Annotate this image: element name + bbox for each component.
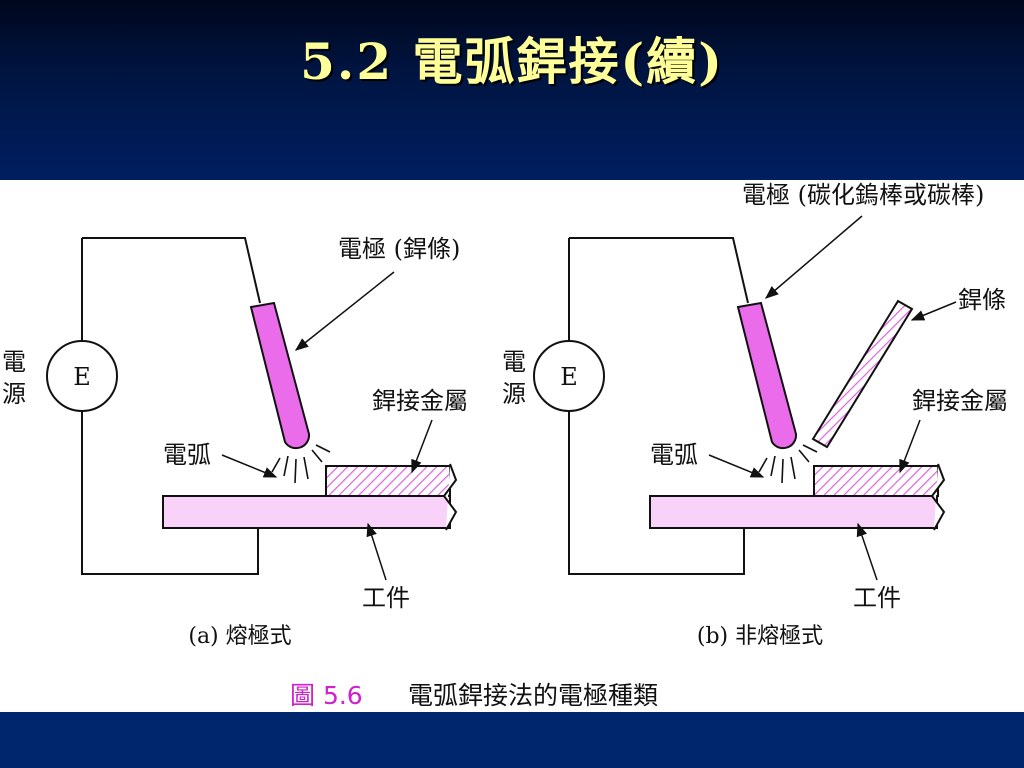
circuit-wire-a [81,237,261,575]
electrode-types-diagram: E 電 源 電極 (銲條) 銲接金屬 電弧 工件 (a) 熔極式 E 電 源 電… [2,181,1008,710]
break-line-a [442,463,458,531]
power-source-label-a-1: 電 [2,348,26,376]
electrode-rod-a [249,301,311,450]
weld-metal-a [325,465,451,497]
arc-lines-b [758,444,818,484]
workpiece-b [649,495,938,529]
content-area [0,180,1024,712]
workpiece-leader-b [856,522,878,581]
electrode-leader-a [294,271,395,351]
arc-leader-b [708,454,765,478]
power-source-label-b-1: 電 [502,348,526,376]
title-bar: 5.2 電弧銲接(續) [0,0,1024,180]
circuit-wire-b [568,237,749,575]
diagram-b-non-consumable-electrode: E 電 源 電極 (碳化鎢棒或碳棒) 銲條 銲接金屬 電弧 工件 (b) 非熔極… [502,181,1008,649]
power-source-label-b-2: 源 [502,380,526,408]
power-source-circle-a [46,340,118,412]
weld-metal-leader-a [411,419,433,474]
figure-caption-text: 電弧銲接法的電極種類 [408,681,658,710]
weld-metal-b [813,465,939,497]
weld-metal-label-a: 銲接金屬 [372,387,468,415]
arc-label-b: 電弧 [650,441,698,469]
filler-rod-leader-b [910,301,957,321]
power-source-circle-b [533,340,605,412]
diagram-a-consumable-electrode: E 電 源 電極 (銲條) 銲接金屬 電弧 工件 (a) 熔極式 [2,235,468,649]
weld-metal-leader-b [899,419,921,474]
weld-metal-label-b: 銲接金屬 [912,387,1008,415]
power-source-label-a-2: 源 [2,380,26,408]
workpiece-label-a: 工件 [362,584,410,612]
arc-leader-a [221,454,278,478]
arc-label-a: 電弧 [163,441,211,469]
caption-b: (b) 非熔極式 [697,624,823,649]
slide-title: 5.2 電弧銲接(續) [300,32,724,91]
filler-rod-b [811,299,914,449]
power-source-symbol-b: E [560,363,578,391]
caption-a: (a) 熔極式 [188,624,291,649]
break-line-b [930,463,946,531]
power-source-symbol-a: E [73,363,91,391]
workpiece-a [162,495,451,529]
electrode-leader-b [764,215,863,299]
workpiece-label-b: 工件 [853,584,901,612]
electrode-rod-b [736,301,798,450]
electrode-label-b: 電極 (碳化鎢棒或碳棒) [742,181,984,209]
arc-lines-a [271,444,331,484]
figure-number: 圖 5.6 [290,681,363,710]
workpiece-leader-a [366,522,387,581]
filler-rod-label-b: 銲條 [958,286,1006,314]
electrode-label-a: 電極 (銲條) [338,235,460,263]
footer-bar [0,712,1024,768]
